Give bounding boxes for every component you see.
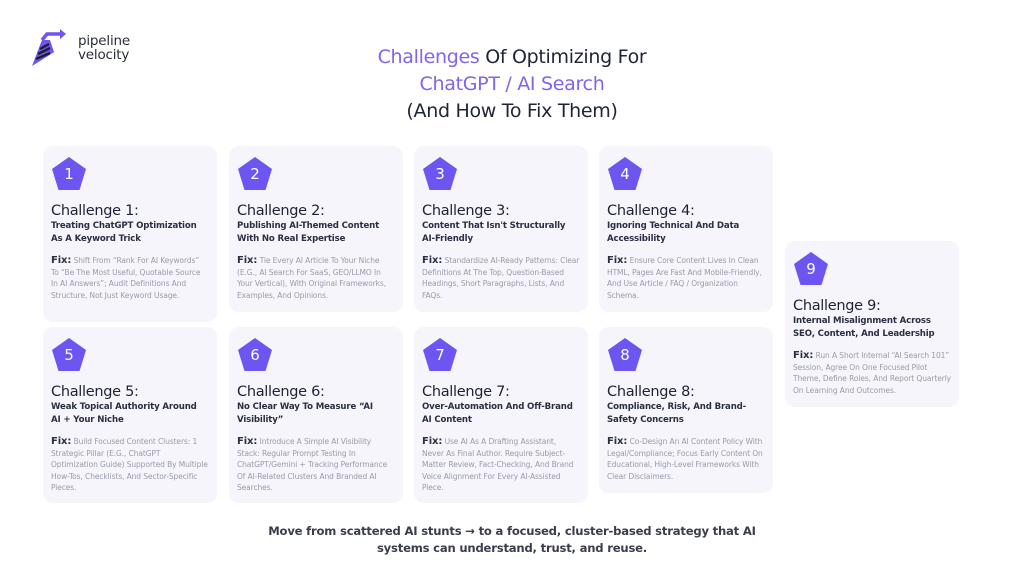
badge-number: 3 [435,165,445,183]
fix-text: Tie Every AI Article To Your Niche (E.G.… [237,256,387,300]
fix-text: Run A Short Internal “AI Search 101” Ses… [793,351,952,395]
fix-text: Standardize AI-Ready Patterns: Clear Def… [422,256,580,300]
challenge-card-9: 9 Challenge 9: Internal Misalignment Acr… [785,241,959,407]
title-rest-line1: Of Optimizing For [479,46,647,68]
pentagon-icon [423,157,457,190]
challenge-subtitle: Internal Misalignment Across SEO, Conten… [793,316,935,339]
challenge-card-2: 2 Challenge 2: Publishing AI-Themed Cont… [229,146,403,312]
fix-label: Fix: [51,436,72,447]
challenge-fix: Fix: Run A Short Internal “AI Search 101… [793,350,951,396]
pentagon-number-badge: 7 [422,337,458,372]
fix-label: Fix: [607,436,628,447]
pentagon-icon [238,157,272,190]
pentagon-number-badge: 2 [237,156,273,191]
challenge-title: Challenge 3: [422,203,510,219]
pentagon-icon [794,252,828,285]
pentagon-icon [608,157,642,190]
challenge-title: Challenge 8: [607,384,695,400]
fix-label: Fix: [51,255,72,266]
challenge-subtitle: Treating ChatGPT Optimization As A Keywo… [51,221,197,244]
challenge-title: Challenge 2: [237,203,325,219]
challenge-card-4: 4 Challenge 4: Ignoring Technical And Da… [599,146,773,312]
badge-number: 7 [435,346,445,364]
challenge-fix: Fix: Ensure Core Content Lives In Clean … [607,255,765,301]
challenge-fix: Fix: Build Focused Content Clusters: 1 S… [51,436,209,494]
pentagon-icon [238,338,272,371]
challenge-title: Challenge 5: [51,384,139,400]
fix-label: Fix: [422,255,443,266]
brand-name-line1: pipeline [78,33,130,49]
challenge-subtitle: No Clear Way To Measure “AI Visibility” [237,402,373,425]
footer-summary: Move from scattered AI stunts → to a foc… [268,524,756,555]
challenge-title: Challenge 4: [607,203,695,219]
fix-label: Fix: [237,255,258,266]
challenge-card-6: 6 Challenge 6: No Clear Way To Measure “… [229,327,403,503]
challenge-subtitle: Weak Topical Authority Around AI + Your … [51,402,197,425]
challenge-card-7: 7 Challenge 7: Over-Automation And Off-B… [414,327,588,503]
fix-label: Fix: [607,255,628,266]
challenge-fix: Fix: Tie Every AI Article To Your Niche … [237,255,395,301]
title-line3: (And How To Fix Them) [406,100,618,122]
challenge-subtitle: Ignoring Technical And Data Accessibilit… [607,221,740,244]
badge-number: 5 [64,346,74,364]
brand-name: pipeline velocity [78,34,130,62]
pentagon-number-badge: 8 [607,337,643,372]
fix-label: Fix: [422,436,443,447]
challenge-card-8: 8 Challenge 8: Compliance, Risk, And Bra… [599,327,773,493]
badge-number: 9 [806,260,816,278]
challenge-card-3: 3 Challenge 3: Content That Isn't Struct… [414,146,588,312]
challenge-fix: Fix: Co-Design An AI Content Policy With… [607,436,765,482]
fix-text: Build Focused Content Clusters: 1 Strate… [51,437,208,492]
fix-text: Use AI As A Drafting Assistant, Never As… [422,437,574,492]
challenge-fix: Fix: Shift From “Rank For AI Keywords” T… [51,255,209,301]
pentagon-number-badge: 5 [51,337,87,372]
pentagon-icon [52,157,86,190]
drill-arrow-icon [32,29,66,66]
pentagon-number-badge: 9 [793,251,829,286]
pentagon-number-badge: 4 [607,156,643,191]
challenge-card-1: 1 Challenge 1: Treating ChatGPT Optimiza… [43,146,217,322]
challenge-subtitle: Content That Isn't Structurally AI-Frien… [422,221,566,244]
brand-name-line2: velocity [78,47,130,63]
badge-number: 4 [620,165,630,183]
page-title: Challenges Of Optimizing For ChatGPT / A… [300,44,724,125]
challenge-fix: Fix: Introduce A Simple AI Visibility St… [237,436,395,494]
challenge-fix: Fix: Standardize AI-Ready Patterns: Clea… [422,255,580,301]
badge-number: 1 [64,165,74,183]
challenge-subtitle: Publishing AI-Themed Content With No Rea… [237,221,380,244]
fix-label: Fix: [793,350,814,361]
challenge-title: Challenge 6: [237,384,325,400]
fix-text: Ensure Core Content Lives In Clean HTML,… [607,256,762,300]
pentagon-icon [52,338,86,371]
challenge-title: Challenge 9: [793,298,881,314]
pentagon-number-badge: 3 [422,156,458,191]
challenge-subtitle: Over-Automation And Off-Brand AI Content [422,402,573,425]
pentagon-icon [608,338,642,371]
title-accent-chatgpt: ChatGPT / AI Search [419,73,605,95]
pentagon-icon [423,338,457,371]
pentagon-number-badge: 1 [51,156,87,191]
fix-text: Introduce A Simple AI Visibility Stack: … [237,437,388,492]
challenge-title: Challenge 1: [51,203,139,219]
fix-text: Shift From “Rank For AI Keywords” To “Be… [51,256,201,300]
pentagon-number-badge: 6 [237,337,273,372]
badge-number: 8 [620,346,630,364]
title-accent-challenges: Challenges [377,46,480,68]
challenge-fix: Fix: Use AI As A Drafting Assistant, Nev… [422,436,580,494]
brand-logo: pipeline velocity [28,26,130,70]
badge-number: 6 [250,346,260,364]
challenge-card-5: 5 Challenge 5: Weak Topical Authority Ar… [43,327,217,503]
challenge-subtitle: Compliance, Risk, And Brand-Safety Conce… [607,402,747,425]
fix-text: Co-Design An AI Content Policy With Lega… [607,437,763,481]
badge-number: 2 [250,165,260,183]
fix-label: Fix: [237,436,258,447]
challenge-title: Challenge 7: [422,384,510,400]
